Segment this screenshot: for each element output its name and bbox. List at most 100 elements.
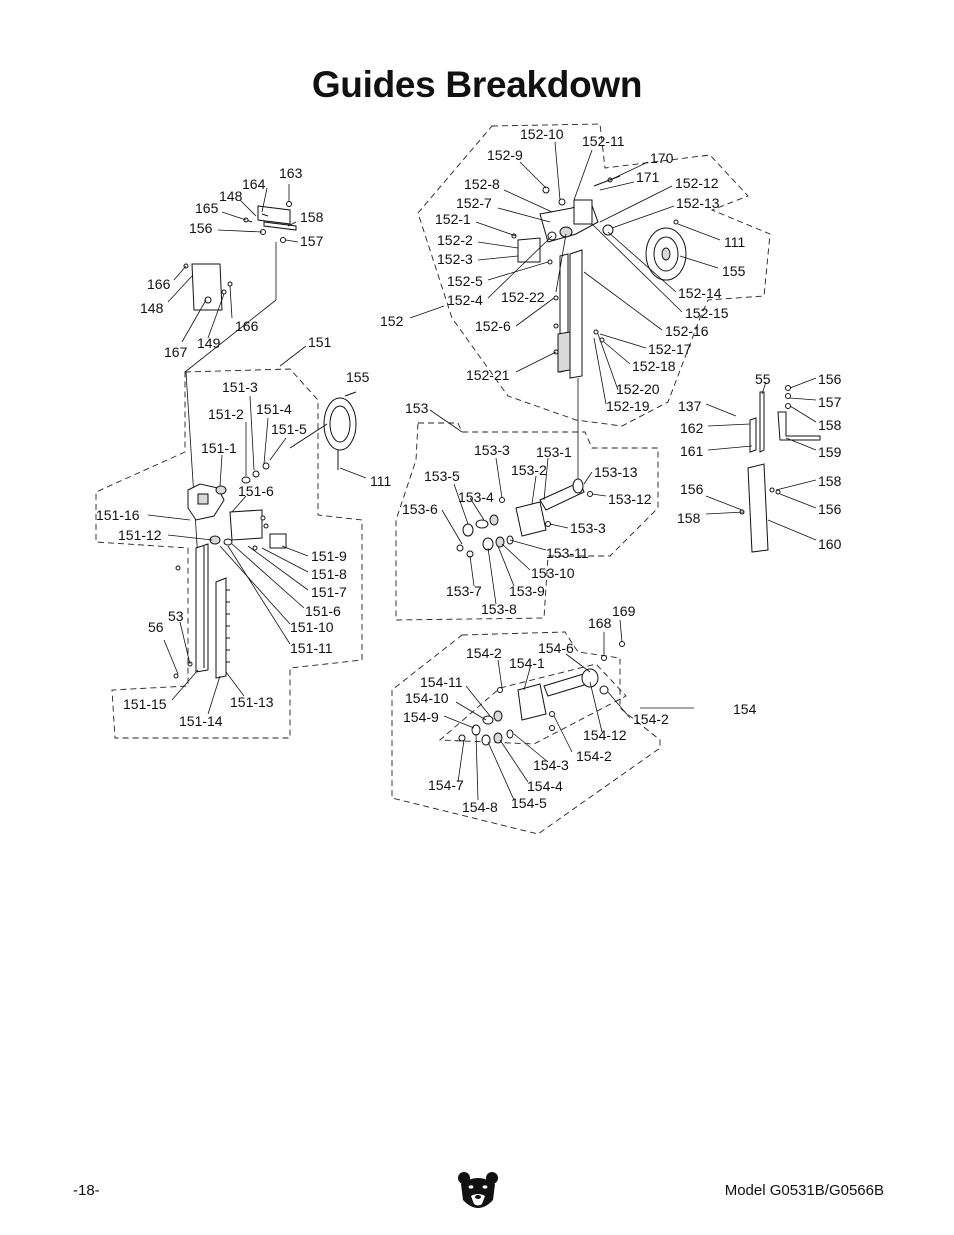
- callout-label: 153-5: [424, 468, 460, 484]
- callout-label: 153-2: [511, 462, 547, 478]
- callout-label: 161: [680, 443, 704, 459]
- rack: [215, 577, 227, 679]
- callout-label: 153-4: [458, 489, 494, 505]
- callout-label: 111: [724, 234, 745, 250]
- outline-152: [417, 123, 771, 427]
- callout-label: 151-10: [290, 619, 334, 635]
- callout-label: 151-1: [201, 440, 237, 456]
- callout-label: 152-1: [435, 211, 471, 227]
- callout-label: 152-13: [676, 195, 720, 211]
- callout-label: 154-8: [462, 799, 498, 815]
- outline-151: [95, 368, 363, 739]
- screws-upper: [183, 201, 292, 295]
- callout-label: 152-22: [501, 289, 545, 305]
- callout-label: 154-10: [405, 690, 449, 706]
- callout-label: 156: [818, 371, 842, 387]
- callout-label: 171: [636, 169, 660, 185]
- callout-label: 153-13: [594, 464, 638, 480]
- callout-label: 166: [235, 318, 259, 334]
- callout-label: 56: [148, 619, 164, 635]
- callout-label: 152-16: [665, 323, 709, 339]
- callout-label: 152-6: [475, 318, 511, 334]
- callout-label: 168: [588, 615, 612, 631]
- callout-label: 154-6: [538, 640, 574, 656]
- callout-label: 154-11: [420, 674, 463, 690]
- callout-label: 153-3: [474, 442, 510, 458]
- callout-label: 152-20: [616, 381, 660, 397]
- callout-label: 165: [195, 200, 219, 216]
- callout-label: 154-3: [533, 757, 569, 773]
- callout-label: 154-12: [583, 727, 627, 743]
- callout-label: 153-10: [531, 565, 575, 581]
- callout-label: 163: [279, 165, 303, 181]
- callout-label: 158: [818, 473, 842, 489]
- outline-154-inner: [438, 663, 627, 745]
- callout-label: 151-8: [311, 566, 347, 582]
- callout-label: 164: [242, 176, 266, 192]
- model-number: Model G0531B/G0566B: [724, 1182, 884, 1199]
- callout-label: 155: [346, 369, 370, 385]
- callout-label: 152-9: [487, 147, 523, 163]
- callout-label: 111: [370, 473, 391, 489]
- outline-153: [395, 422, 659, 621]
- callout-label: 162: [680, 420, 704, 436]
- callout-label: 166: [147, 276, 171, 292]
- callout-label: 154-1: [509, 655, 545, 671]
- callout-label: 151-3: [222, 379, 258, 395]
- callout-labels: 163 164 148 165 156 158 157 166 148 166 …: [96, 126, 842, 815]
- callout-label: 151-7: [311, 584, 347, 600]
- callout-label: 153-9: [509, 583, 545, 599]
- callout-label: 149: [197, 335, 221, 351]
- callout-label: 152-17: [648, 341, 692, 357]
- callout-label: 151-6: [238, 483, 274, 499]
- callout-label: 151: [308, 334, 332, 350]
- callout-label: 157: [300, 233, 324, 249]
- callout-label: 154-5: [511, 795, 547, 811]
- callout-label: 152-19: [606, 398, 650, 414]
- page-number: -18-: [73, 1182, 100, 1199]
- callout-label: 152-11: [582, 133, 625, 149]
- callout-label: 169: [612, 603, 636, 619]
- callout-label: 151-12: [118, 527, 162, 543]
- callout-label: 155: [722, 263, 746, 279]
- callout-label: 156: [818, 501, 842, 517]
- callout-label: 151-16: [96, 507, 140, 523]
- callout-label: 152-12: [675, 175, 719, 191]
- callout-label: 154-9: [403, 709, 439, 725]
- upper-bracket: [257, 205, 291, 225]
- callout-label: 154-7: [428, 777, 464, 793]
- bearings-154: [458, 641, 625, 746]
- callout-label: 153: [405, 400, 429, 416]
- guide-154: [458, 641, 625, 746]
- callout-label: 154: [733, 701, 757, 717]
- callout-label: 153-11: [546, 545, 589, 561]
- callout-label: 152-5: [447, 273, 483, 289]
- guide-153: [456, 478, 593, 558]
- callout-label: 151-11: [290, 640, 333, 656]
- mount-plate: [191, 263, 223, 311]
- callout-label: 153-3: [570, 520, 606, 536]
- callout-label: 55: [755, 371, 771, 387]
- callout-label: 153-8: [481, 601, 517, 617]
- callout-label: 152-3: [437, 251, 473, 267]
- bearing-stack: [209, 462, 270, 551]
- outline-154: [391, 631, 661, 835]
- callout-label: 167: [164, 344, 188, 360]
- callout-label: 158: [300, 209, 324, 225]
- handwheel-right: [645, 219, 687, 281]
- side-brackets: [739, 385, 821, 553]
- callout-label: 151-15: [123, 696, 167, 712]
- callout-label: 152-18: [632, 358, 676, 374]
- callout-label: 137: [678, 398, 702, 414]
- callout-label: 152-4: [447, 292, 483, 308]
- callout-label: 152-7: [456, 195, 492, 211]
- callout-label: 53: [168, 608, 184, 624]
- guide-post: [195, 543, 209, 673]
- callout-label: 158: [818, 417, 842, 433]
- callout-label: 154-4: [527, 778, 563, 794]
- callout-label: 151-9: [311, 548, 347, 564]
- callout-label: 158: [677, 510, 701, 526]
- callout-label: 170: [650, 150, 674, 166]
- callout-label: 154-2: [466, 645, 502, 661]
- callout-label: 154-2: [576, 748, 612, 764]
